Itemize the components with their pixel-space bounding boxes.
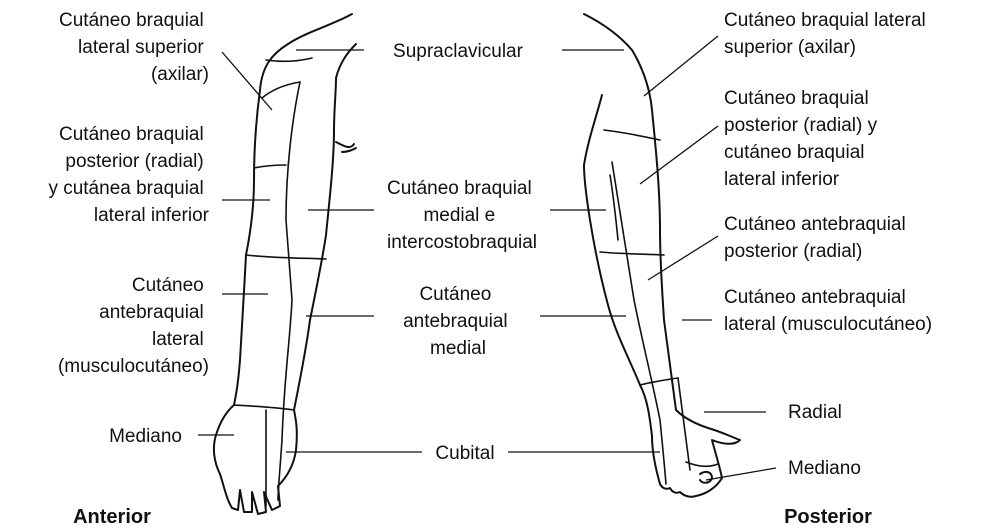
posterior-border-elbow	[600, 252, 664, 255]
label-ant-posterior-radial: Cutáneo braquial posterior (radial) y cu…	[48, 124, 209, 226]
labels: Supraclavicular Cutáneo braquial medial …	[48, 10, 932, 528]
posterior-fingertip	[700, 472, 712, 483]
label-post-radial: Radial	[788, 402, 842, 423]
posterior-arm	[584, 14, 740, 497]
anterior-chest-nub	[336, 142, 356, 152]
posterior-border-thumb	[686, 462, 718, 466]
posterior-border-hand	[678, 378, 690, 470]
label-medial-antebraquial: Cutáneo antebraquial medial	[403, 284, 513, 359]
anterior-border-axillary	[262, 82, 300, 98]
label-ant-antebraquial-lateral: Cutáneo antebraquial lateral (musculocut…	[58, 275, 209, 377]
view-title-posterior: Posterior	[784, 506, 872, 528]
anterior-border-shoulder	[266, 58, 312, 61]
label-post-antebraquial-posterior: Cutáneo antebraquial posterior (radial)	[724, 214, 911, 262]
posterior-border-upper	[604, 130, 660, 140]
leader-post-mediano	[706, 468, 776, 480]
leader-ant-lateral-superior	[222, 52, 272, 110]
view-title-anterior: Anterior	[73, 506, 151, 528]
posterior-border-vertical-outer	[612, 162, 666, 484]
label-cubital: Cubital	[435, 443, 494, 464]
label-medial-braquial: Cutáneo braquial medial e intercostobraq…	[387, 178, 537, 253]
leader-post-lateral-superior	[644, 36, 718, 96]
anterior-arm-outline	[214, 14, 356, 514]
label-post-mediano: Mediano	[788, 458, 861, 479]
label-ant-lateral-superior: Cutáneo braquial lateral superior (axila…	[59, 10, 209, 85]
label-post-antebraquial-lateral: Cutáneo antebraquial lateral (musculocut…	[724, 287, 932, 335]
label-post-posterior-radial: Cutáneo braquial posterior (radial) y cu…	[724, 88, 882, 190]
label-ant-mediano: Mediano	[109, 426, 182, 447]
anterior-arm	[214, 14, 356, 514]
label-post-lateral-superior: Cutáneo braquial lateral superior (axila…	[724, 10, 931, 58]
anterior-border-elbow	[246, 255, 326, 259]
anterior-border-wrist	[234, 405, 294, 410]
posterior-border-vertical-inner	[610, 175, 618, 240]
leader-post-posterior-radial	[640, 126, 718, 184]
leader-post-antebraquial-posterior	[648, 236, 718, 280]
label-supraclavicular: Supraclavicular	[393, 41, 524, 62]
anterior-border-upper-mid	[254, 165, 286, 168]
